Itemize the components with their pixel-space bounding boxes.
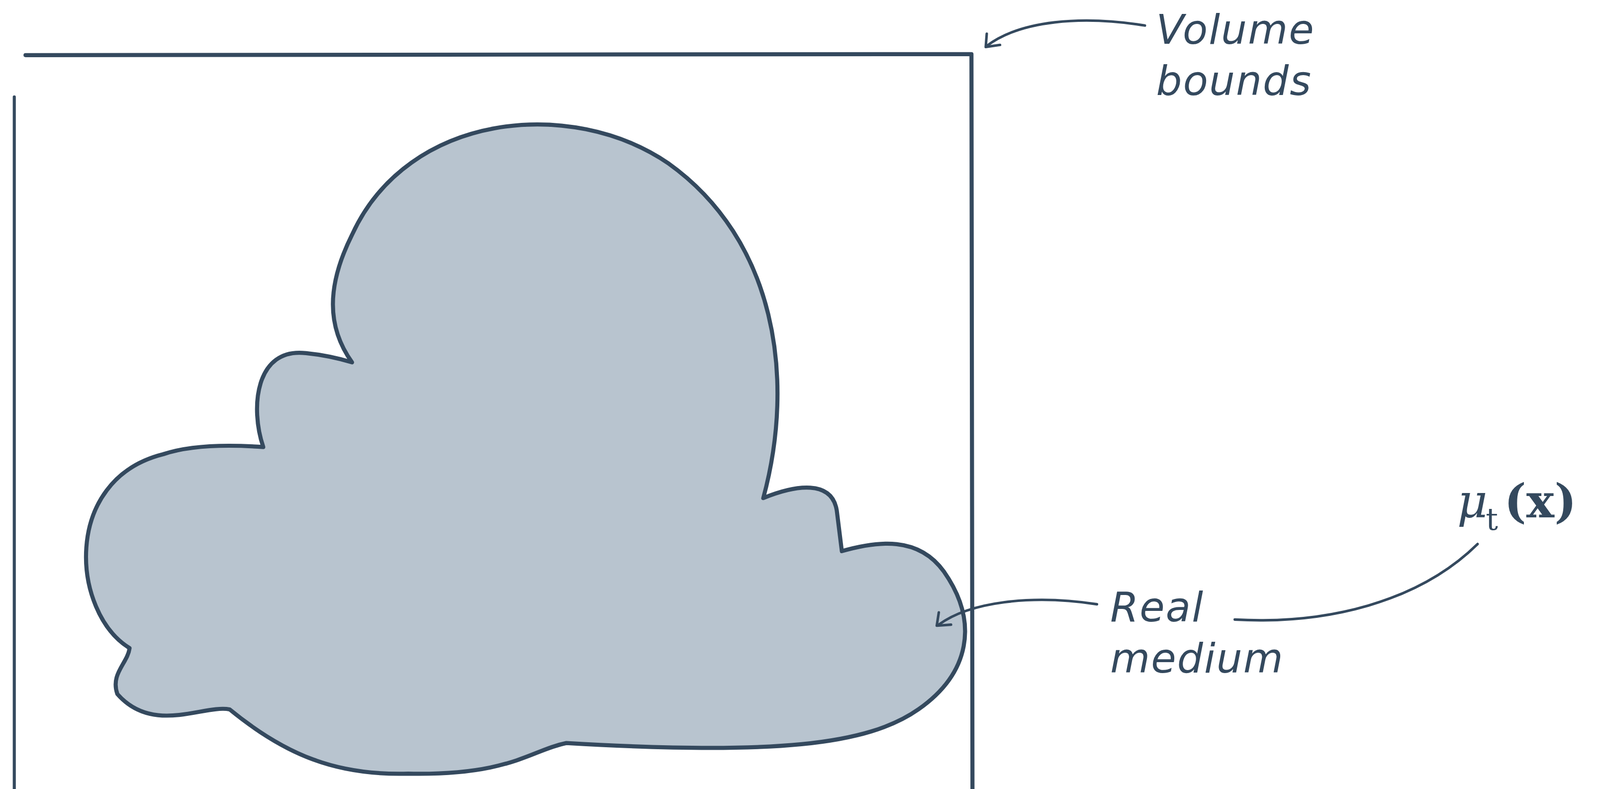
- volume-bounds-label: Volume bounds: [1156, 3, 1361, 106]
- leader-line: [986, 20, 1145, 46]
- volume-bounds: [25, 54, 973, 789]
- leader-line: [1234, 544, 1478, 621]
- volume-bounds-left: [12, 96, 16, 789]
- arrow-head: [985, 33, 1001, 48]
- arrow-head: [936, 612, 951, 626]
- cloud-medium: [86, 124, 965, 774]
- symbol-argument: (x): [1504, 472, 1600, 532]
- leader-line: [939, 599, 1098, 625]
- medium-label: Real medium: [1110, 581, 1315, 684]
